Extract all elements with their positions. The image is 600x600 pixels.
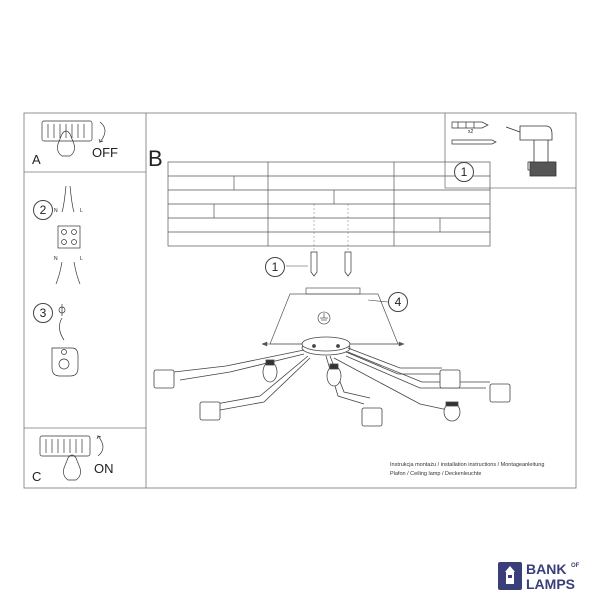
step-1-box-callout: 1 [454, 162, 474, 182]
drill-guide-lines [313, 204, 349, 252]
light-bulb-icon [262, 359, 461, 422]
switch-on-illustration [39, 435, 104, 481]
wire-n-bottom: N [54, 256, 58, 262]
brand-line-1: BANK [526, 561, 567, 577]
ground-symbol-icon [317, 311, 331, 325]
lamp-sockets [153, 369, 511, 427]
drill-icon [505, 125, 557, 177]
wire-l-bottom: L [80, 256, 83, 262]
mounting-bracket [269, 287, 399, 345]
step-1-callout: 1 [265, 257, 285, 277]
ceiling-panel [167, 161, 491, 247]
hand-icon [63, 454, 81, 481]
caption-line-1: Instrukcja montażu / installation instru… [390, 462, 545, 468]
switch-off-illustration [41, 120, 106, 157]
step-2-callout: 2 [33, 200, 53, 220]
callout-leader-4 [367, 299, 389, 303]
wire-n-top: N [54, 208, 58, 214]
screw-kit-illustration [451, 121, 497, 145]
brand-line-2: LAMPS [526, 576, 575, 592]
brand-logo-icon [498, 562, 522, 590]
arrow-up-icon [96, 435, 104, 457]
step-3-callout: 3 [33, 303, 53, 323]
screw-count: x2 [468, 129, 474, 135]
brand-of: OF [571, 563, 580, 569]
wire-l-top: L [80, 208, 83, 214]
wire-connector-illustration [55, 185, 81, 285]
panel-c-border [24, 427, 147, 488]
lamp-canopy [301, 336, 351, 356]
switch-off-label: OFF [92, 145, 118, 160]
step-4-callout: 4 [388, 292, 408, 312]
tools-box-border [444, 113, 576, 189]
panel-a-letter: A [32, 152, 41, 167]
hand-icon [57, 130, 75, 157]
wall-plug-icon [310, 251, 352, 277]
panel-b-letter: B [148, 146, 163, 171]
panel-c-letter: C [32, 469, 42, 484]
outer-border [23, 112, 577, 489]
caption-line-2: Plafon / Ceiling lamp / Deckenleuchte [390, 471, 482, 477]
lamp-arms [173, 347, 490, 411]
ground-terminal-illustration [51, 304, 79, 377]
arrow-down-icon [98, 121, 106, 143]
switch-on-label: ON [94, 461, 114, 476]
